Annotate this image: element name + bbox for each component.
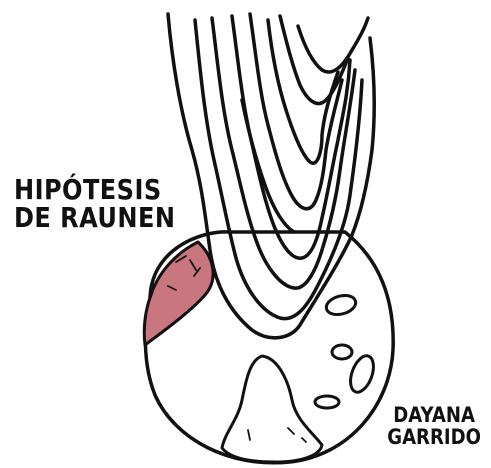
title-line-2: DE RAUNEN: [14, 204, 175, 232]
author-line-2: GARRIDO: [387, 426, 481, 448]
author-line-1: DAYANA: [387, 404, 481, 426]
title-line-1: HIPÓTESIS: [14, 176, 175, 204]
bubble-2: [332, 345, 352, 359]
illustration-title: HIPÓTESIS DE RAUNEN: [14, 176, 175, 232]
bubble-4: [315, 396, 339, 408]
author-signature: DAYANA GARRIDO: [387, 404, 481, 448]
fold-8: [298, 18, 368, 72]
